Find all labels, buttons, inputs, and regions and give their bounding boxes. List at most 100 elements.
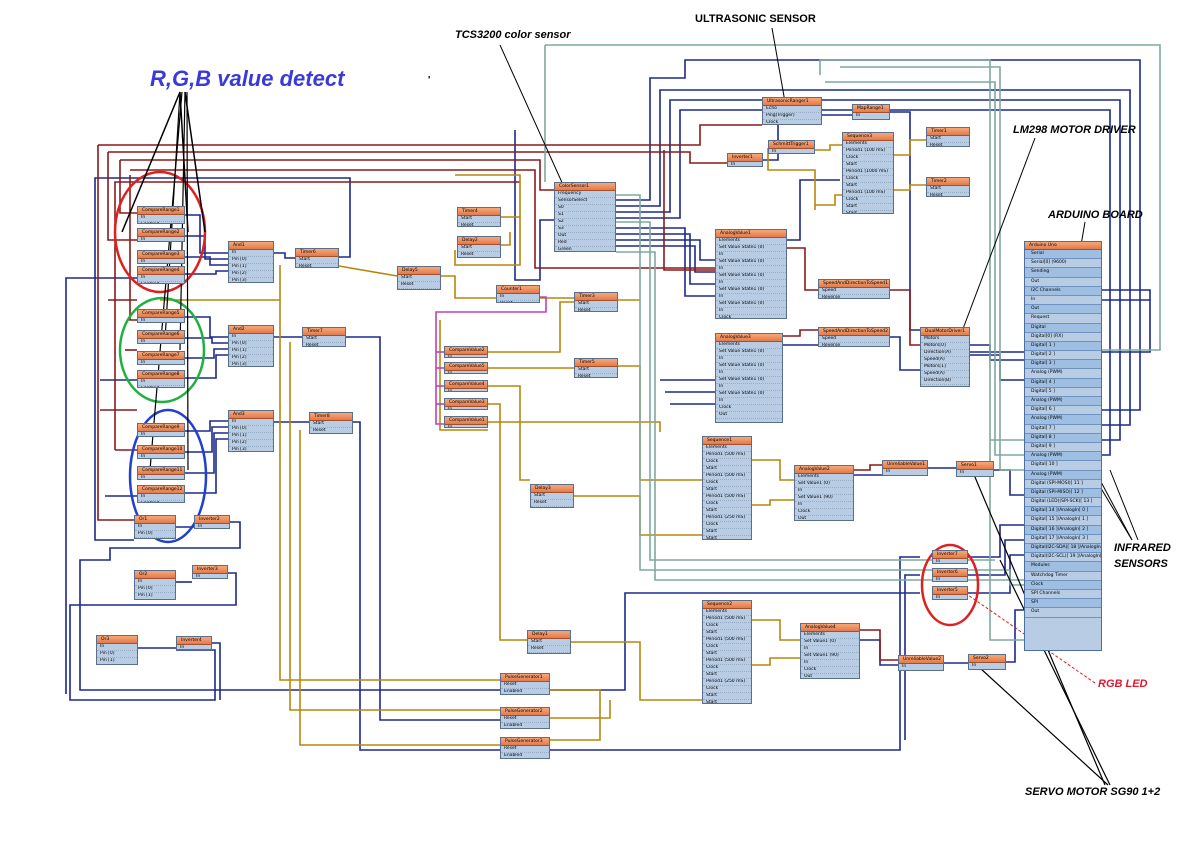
pin-label[interactable]: In xyxy=(138,237,184,241)
pin-label[interactable]: Clock xyxy=(703,623,751,630)
component-pulse-gen2[interactable]: PulseGenerator2ResetEnabledOut xyxy=(500,707,550,729)
component-map-range[interactable]: MapRange1InOut xyxy=(852,104,890,120)
pin-label[interactable]: In xyxy=(957,470,993,476)
pin-label[interactable]: Out xyxy=(1025,277,1101,287)
pin-label[interactable]: Set Value State1 (0) xyxy=(716,391,782,398)
pin-label[interactable]: Out xyxy=(531,507,573,508)
pin-label[interactable]: Pin [2] xyxy=(229,271,273,278)
pin-label[interactable]: Analog (PWM) xyxy=(1025,415,1101,425)
pin-label[interactable]: Out xyxy=(555,233,615,240)
pin-label[interactable]: Elements xyxy=(703,445,751,452)
pin-label[interactable]: Enabled xyxy=(138,386,184,387)
pin-label[interactable]: In xyxy=(769,149,814,153)
component-compare-range3[interactable]: CompareRange3InOut xyxy=(137,250,185,264)
pin-label[interactable]: In xyxy=(728,162,762,166)
pin-label[interactable]: Start xyxy=(703,487,751,494)
pin-label[interactable]: Set Value State1 (0) xyxy=(716,377,782,384)
pin-label[interactable]: SPI xyxy=(1025,599,1101,609)
pin-label[interactable]: In xyxy=(445,407,487,409)
pin-label[interactable]: Digital[ 8 ] xyxy=(1025,433,1101,443)
pin-label[interactable]: Reset xyxy=(501,716,549,723)
pin-label[interactable]: Pin [3] xyxy=(229,362,273,366)
component-timer6[interactable]: Timer6StartResetOut xyxy=(295,248,339,268)
pin-label[interactable]: Period1 (500 mS) xyxy=(703,658,751,665)
component-compare-range8[interactable]: CompareRange8InEnabledOut xyxy=(137,370,185,388)
pin-label[interactable]: Start xyxy=(703,508,751,515)
pin-label[interactable]: Start xyxy=(703,630,751,637)
pin-label[interactable]: In xyxy=(445,371,487,373)
pin-label[interactable]: Reset xyxy=(575,374,617,377)
pin-label[interactable]: Speed xyxy=(819,336,889,343)
pin-label[interactable]: Start xyxy=(703,466,751,473)
pin-label[interactable]: In xyxy=(229,419,273,426)
pin-label[interactable]: Period1 (250 mS) xyxy=(703,679,751,686)
pin-label[interactable]: Start xyxy=(458,216,500,223)
component-speed-dir1[interactable]: SpeedAndDirectionToSpeed1SpeedReverseOut xyxy=(818,279,890,299)
pin-label[interactable]: Digital[ 5 ] xyxy=(1025,387,1101,397)
pin-label[interactable]: Out xyxy=(801,674,859,678)
pin-label[interactable]: Digital[ 9 ] xyxy=(1025,442,1101,453)
component-timer2[interactable]: Timer2StartResetOut xyxy=(926,177,970,197)
pin-label[interactable]: Enabled xyxy=(501,723,549,728)
component-compare-range5[interactable]: CompareRange5InOut xyxy=(137,309,185,323)
pin-label[interactable]: Speed(A) xyxy=(921,357,969,364)
pin-label[interactable]: In xyxy=(445,389,487,391)
pin-label[interactable]: Period1 (100 mS) xyxy=(843,148,893,155)
pin-label[interactable]: Digital xyxy=(1025,323,1101,333)
pin-label[interactable]: S2 xyxy=(555,219,615,226)
pin-label[interactable]: Period1 (500 mS) xyxy=(703,494,751,501)
pin-label[interactable]: In xyxy=(883,469,927,475)
pin-label[interactable]: Clock xyxy=(703,501,751,508)
pin-label[interactable]: Set Value State1 (0) xyxy=(716,363,782,370)
pin-label[interactable]: In xyxy=(1025,295,1101,306)
pin-label[interactable]: Clock xyxy=(716,315,786,318)
pin-label[interactable]: Digital[ 7 ] xyxy=(1025,424,1101,434)
component-delay2[interactable]: Delay2StartResetOut xyxy=(457,236,501,258)
pin-label[interactable]: Enabled xyxy=(138,282,184,283)
pin-label[interactable]: In xyxy=(853,113,889,119)
component-speed-dir2[interactable]: SpeedAndDirectionToSpeed2SpeedReverseOut xyxy=(818,327,890,347)
pin-label[interactable]: Period1 (500 mS) xyxy=(703,616,751,623)
pin-label[interactable]: Digital[ 2 ] xyxy=(1025,351,1101,361)
pin-label[interactable]: In xyxy=(138,339,184,343)
component-timer3[interactable]: Timer3StartResetOut xyxy=(574,292,618,312)
pin-label[interactable]: Period1 (500 mS) xyxy=(703,473,751,480)
pin-label[interactable]: In xyxy=(138,494,184,501)
pin-label[interactable]: Speed(A) xyxy=(921,371,969,378)
pin-label[interactable]: Start xyxy=(296,257,338,264)
pin-label[interactable]: Reset xyxy=(531,500,573,507)
component-pulse-gen3[interactable]: PulseGenerator3ResetEnabledOut xyxy=(500,737,550,759)
pin-label[interactable]: Reset xyxy=(575,308,617,311)
pin-label[interactable]: Digital[ 17 ]/AnalogIn[ 3 ] xyxy=(1025,534,1101,544)
pin-label[interactable]: Analog (PWM) xyxy=(1025,452,1101,462)
pin-label[interactable]: Pin [0] xyxy=(135,531,175,538)
pin-label[interactable]: Enabled xyxy=(138,501,184,502)
pin-label[interactable]: In xyxy=(138,379,184,386)
pin-label[interactable]: Reset xyxy=(296,264,338,267)
component-compare-value3[interactable]: CompareValue3InOut xyxy=(444,398,488,410)
pin-label[interactable]: Elements xyxy=(716,342,782,349)
pin-label[interactable]: Clock xyxy=(703,665,751,672)
pin-label[interactable]: Reset xyxy=(458,223,500,226)
pin-label[interactable]: In xyxy=(716,294,786,301)
pin-label[interactable]: Reset xyxy=(501,746,549,753)
pin-label[interactable]: In xyxy=(716,384,782,391)
component-inverter4[interactable]: Inverter4InOut xyxy=(176,636,212,650)
component-delay5[interactable]: Delay5StartResetOut xyxy=(397,266,441,290)
pin-label[interactable]: In xyxy=(801,660,859,667)
component-compare-value2[interactable]: CompareValue2InOut xyxy=(444,346,488,358)
pin-label[interactable]: Pin [0] xyxy=(229,341,273,348)
pin-label[interactable]: In xyxy=(138,275,184,282)
pin-label[interactable]: Pin [1] xyxy=(97,658,137,664)
pin-label[interactable]: Pin [2] xyxy=(229,355,273,362)
pin-label[interactable]: In xyxy=(135,524,175,531)
pin-label[interactable]: Enabled xyxy=(501,753,549,758)
pin-label[interactable]: Start xyxy=(843,183,893,190)
pin-label[interactable]: S1 xyxy=(555,212,615,219)
